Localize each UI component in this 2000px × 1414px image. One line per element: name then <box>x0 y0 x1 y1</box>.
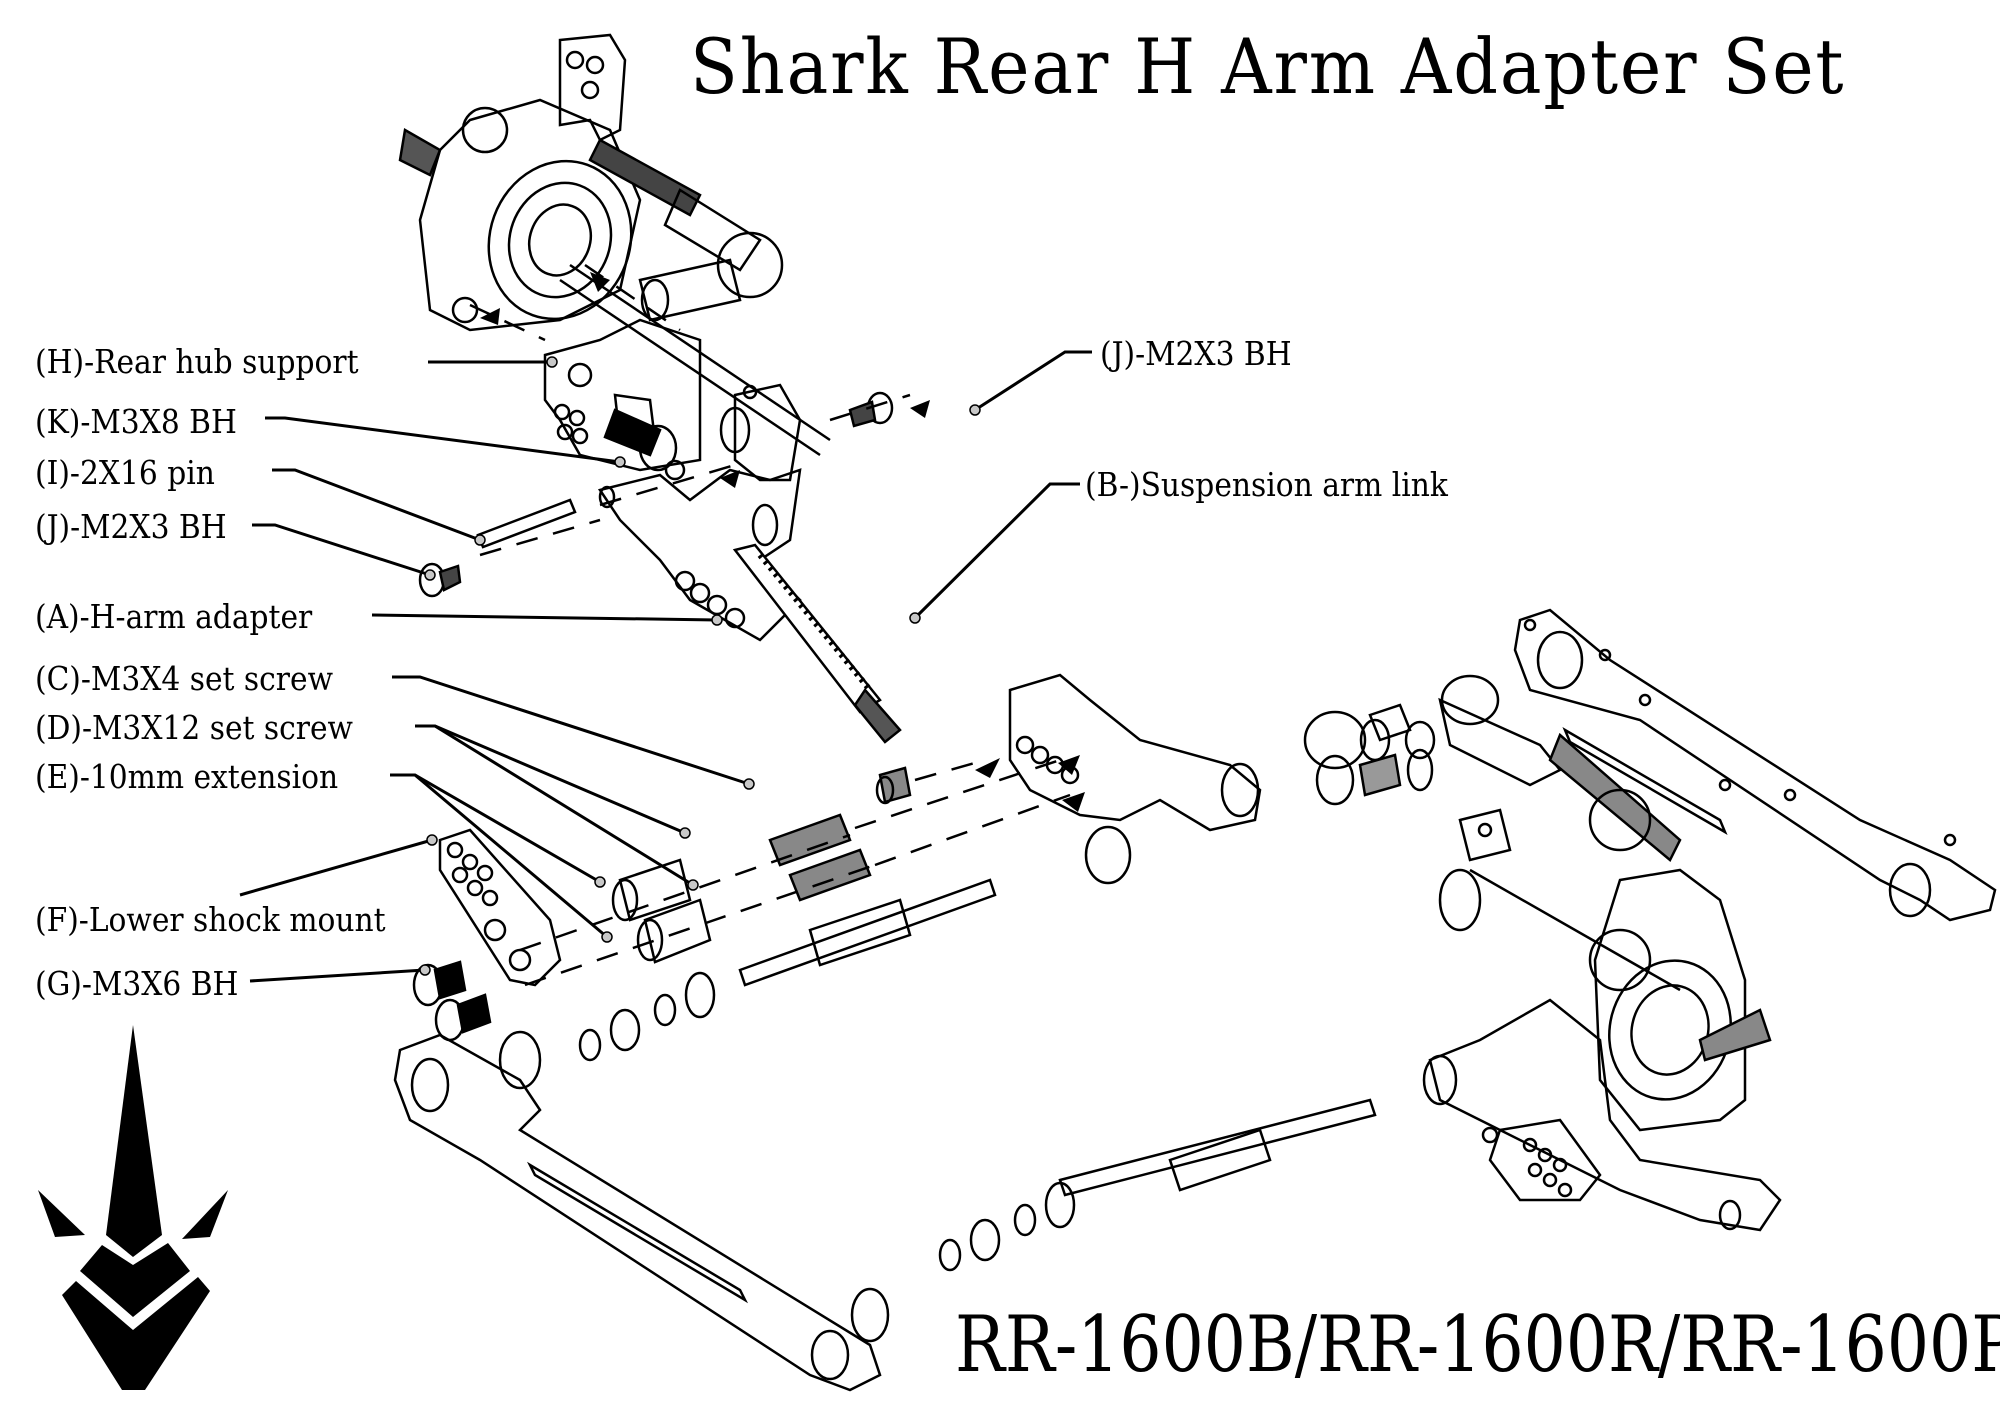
leader-m3x12-set-screw-1 <box>415 724 686 835</box>
leader-10mm-extension-2 <box>414 773 608 939</box>
label-m3x8-bh: (K)-M3X8 BH <box>35 402 237 441</box>
drive-shaft-lower <box>938 1098 1377 1272</box>
assembly-guide-lines <box>469 263 1071 987</box>
leader-10mm-extension-1 <box>390 773 601 884</box>
label-m2x3-bh-left: (J)-M2X3 BH <box>35 507 227 546</box>
lower-shock-mount <box>438 828 562 987</box>
leader-lower-shock-mount <box>239 838 433 897</box>
screw-m3x6 <box>412 960 492 1042</box>
right-hub-carrier <box>1438 808 1772 1132</box>
label-m3x12-set-screw: (D)-M3X12 set screw <box>35 708 353 747</box>
leader-lines <box>239 350 1092 983</box>
upright-bracket <box>719 383 802 482</box>
camber-link-top <box>588 138 784 322</box>
label-m2x3-bh-right: (J)-M2X3 BH <box>1100 334 1292 373</box>
brand-logo-icon <box>38 1025 228 1390</box>
leader-m3x4-set-screw <box>392 675 750 786</box>
label-rear-hub-support: (H)-Rear hub support <box>35 342 359 381</box>
leader-m3x12-set-screw-2 <box>434 724 694 887</box>
right-pivot-parts <box>1315 720 1436 806</box>
leader-m3x6-bh <box>249 968 426 983</box>
pin-2x16 <box>476 498 577 549</box>
label-m3x6-bh: (G)-M3X6 BH <box>35 964 239 1003</box>
lower-h-arm <box>393 1030 890 1392</box>
part-numbers: RR-1600B/RR-1600R/RR-1600P <box>955 1300 2000 1390</box>
label-h-arm-adapter: (A)-H-arm adapter <box>35 597 313 636</box>
screw-m3x8 <box>603 408 678 472</box>
extension-10mm-2 <box>636 898 712 964</box>
h-arm-mount-center <box>1008 673 1262 885</box>
h-arm-adapter <box>597 459 802 642</box>
right-camber-link <box>1303 674 1682 862</box>
screw-m2x3-left <box>418 562 462 598</box>
leader-2x16-pin <box>272 468 481 542</box>
leader-m2x3-bh-right <box>974 350 1092 412</box>
label-lower-shock-mount: (F)-Lower shock mount <box>35 900 386 939</box>
drive-shaft-upper <box>578 878 997 1062</box>
label-10mm-extension: (E)-10mm extension <box>35 757 339 796</box>
right-lower-arm <box>1422 998 1782 1232</box>
leader-suspension-arm-link <box>913 482 1080 620</box>
diagram-title: Shark Rear H Arm Adapter Set <box>690 22 1846 111</box>
screw-m2x3-right <box>848 391 894 428</box>
extension-10mm-1 <box>611 858 692 922</box>
leader-m3x8-bh <box>265 416 621 464</box>
assembly-arrows <box>480 272 1085 812</box>
threaded-stub-axle-top <box>398 128 442 177</box>
rear-hub-carrier-top <box>418 33 642 332</box>
right-upper-h-arm <box>1513 608 1997 922</box>
callout-dots <box>419 356 981 976</box>
suspension-arm-link <box>732 543 902 744</box>
leader-m2x3-bh-left <box>252 523 431 577</box>
leader-h-arm-adapter <box>371 613 718 622</box>
set-screw-m3x4 <box>875 766 912 805</box>
set-screw-m3x12-1 <box>768 813 852 867</box>
label-m3x4-set-screw: (C)-M3X4 set screw <box>35 659 333 698</box>
label-2x16-pin: (I)-2X16 pin <box>35 453 215 492</box>
label-suspension-arm-link: (B-)Suspension arm link <box>1085 465 1448 504</box>
